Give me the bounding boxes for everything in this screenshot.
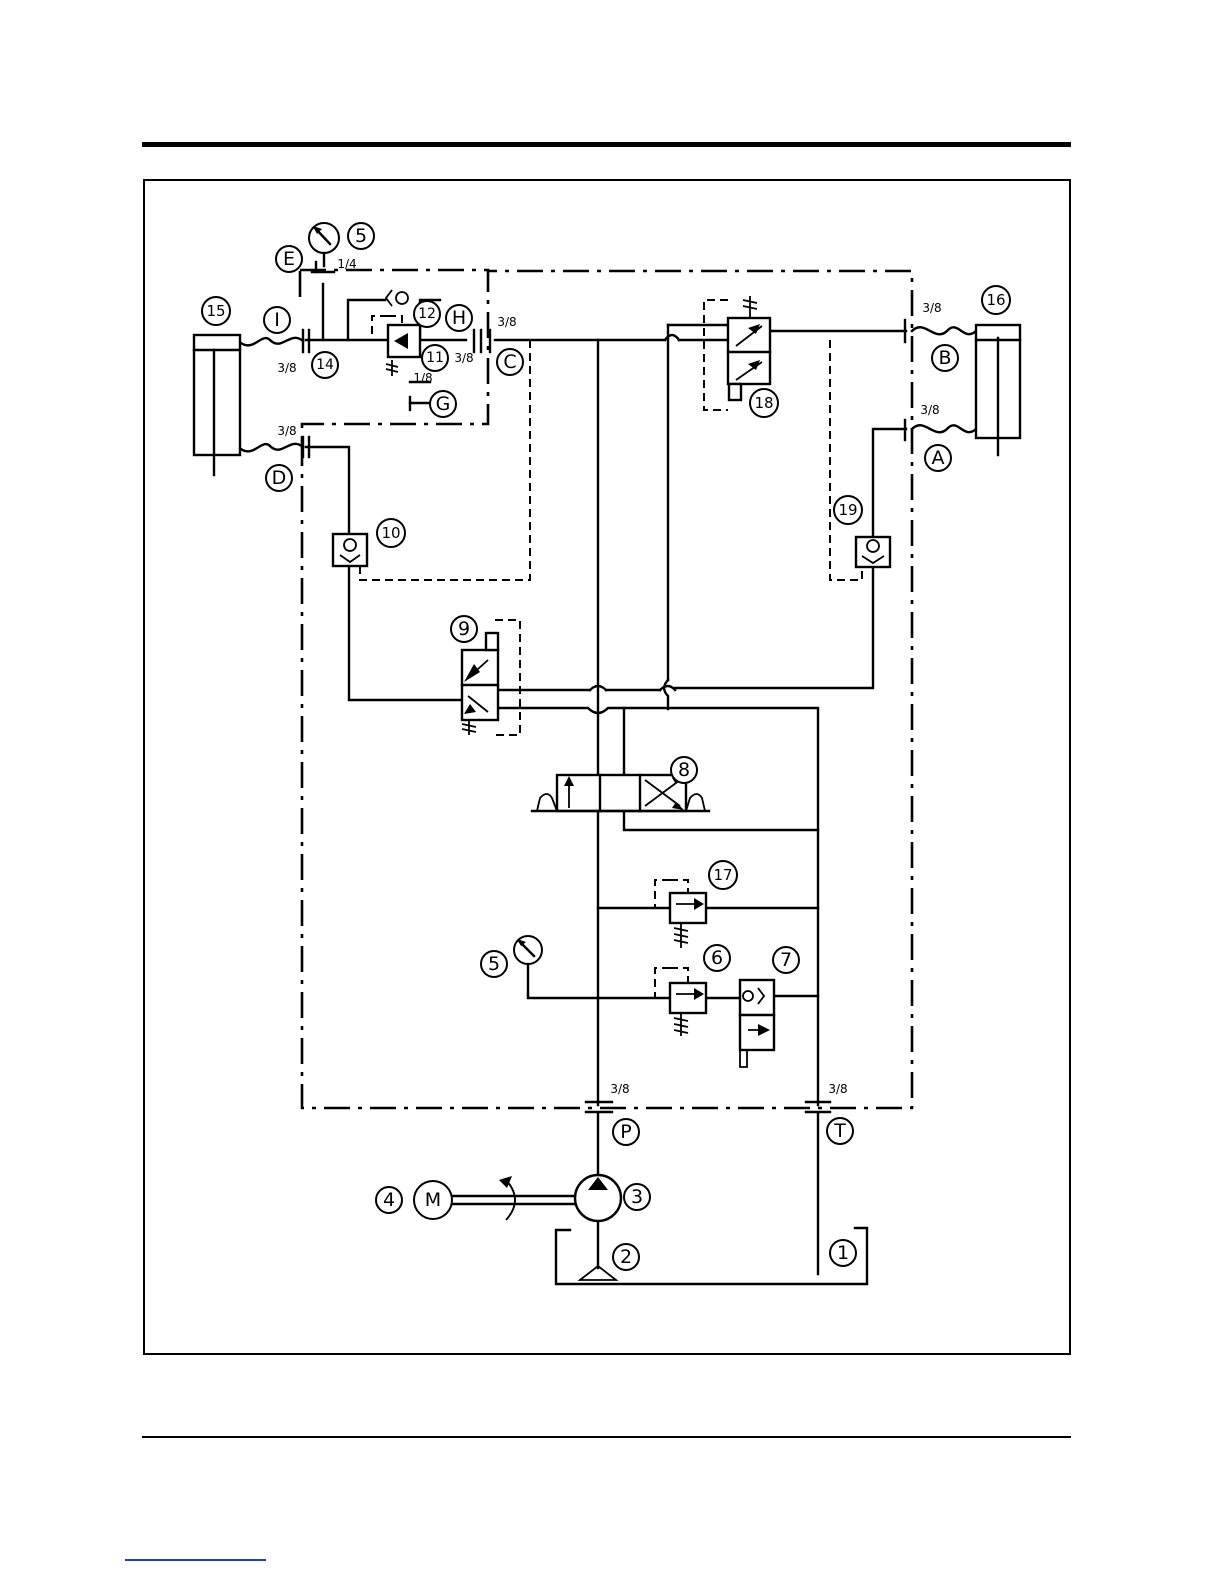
port-p: P [613,1119,639,1145]
svg-text:P: P [620,1121,631,1143]
svg-text:4: 4 [383,1189,395,1211]
svg-text:T: T [833,1120,846,1142]
valve-11 [386,325,420,376]
svg-text:D: D [272,467,287,489]
port-i: I [264,307,290,333]
svg-text:12: 12 [418,306,436,322]
size-t: 3/8 [828,1082,847,1096]
size-a: 3/8 [920,403,939,417]
label-9: 9 [451,616,477,642]
hoses [241,327,976,451]
label-8: 8 [671,757,697,783]
svg-text:8: 8 [678,759,690,781]
port-t: T [827,1118,853,1144]
label-11: 11 [422,345,448,371]
check-valve-10 [333,534,367,566]
label-14: 14 [312,352,338,378]
svg-text:11: 11 [426,350,444,366]
svg-text:G: G [436,393,451,415]
label-5a: 5 [348,223,374,249]
cylinder-16 [976,325,1020,455]
svg-text:16: 16 [986,291,1005,309]
label-7: 7 [773,947,799,973]
size-b: 3/8 [922,301,941,315]
port-d: D [266,465,292,491]
svg-text:H: H [452,307,466,329]
size-e: 1/4 [337,257,356,271]
svg-text:2: 2 [620,1246,632,1268]
footer-link-underline[interactable] [125,1559,266,1561]
port-a: A [925,445,951,471]
footer-rule [142,1436,1071,1438]
valve-18 [728,296,770,400]
check-valve-19 [856,537,890,567]
motor-m-label: M [425,1189,441,1211]
valve-7 [740,980,774,1067]
label-2: 2 [613,1244,639,1270]
svg-text:14: 14 [316,357,334,373]
svg-text:I: I [274,309,280,331]
svg-text:7: 7 [780,949,792,971]
fitting-size-labels: 1/4 3/8 3/8 3/8 3/8 3/8 3/8 1/8 3/8 3/8 [277,257,941,1096]
svg-text:5: 5 [355,225,367,247]
port-b: B [932,345,958,371]
label-19: 19 [834,496,862,524]
svg-text:E: E [283,248,295,270]
port-labels: A B C D E G H I P T M [264,246,958,1211]
label-10: 10 [377,519,405,547]
svg-text:19: 19 [838,501,857,519]
svg-text:6: 6 [711,947,723,969]
svg-text:10: 10 [381,524,400,542]
svg-text:17: 17 [713,866,732,884]
port-c: C [497,349,523,375]
label-6: 6 [704,945,730,971]
label-18: 18 [750,389,778,417]
label-5b: 5 [481,951,507,977]
svg-text:C: C [503,351,516,373]
cylinder-15 [194,335,240,475]
port-g: G [430,391,456,417]
check-valve-12 [386,290,408,306]
svg-text:M: M [425,1189,441,1211]
label-17: 17 [709,861,737,889]
gauge-5-top [309,223,339,266]
svg-text:1: 1 [837,1242,849,1264]
size-i: 3/8 [277,361,296,375]
label-4: 4 [376,1187,402,1213]
svg-text:5: 5 [488,953,500,975]
svg-text:3: 3 [631,1186,643,1208]
reservoir [556,1228,867,1284]
size-p: 3/8 [610,1082,629,1096]
relief-valve-17 [670,893,706,948]
label-12: 12 [414,301,440,327]
label-3: 3 [624,1184,650,1210]
port-e: E [276,246,302,272]
size-d: 3/8 [277,424,296,438]
valve-9 [462,633,498,735]
port-h: H [446,305,472,331]
svg-text:A: A [932,447,945,469]
relief-valve-6 [670,983,706,1036]
size-g: 1/8 [413,371,432,385]
label-15: 15 [202,297,230,325]
label-16: 16 [982,286,1010,314]
size-c: 3/8 [497,315,516,329]
size-h: 3/8 [454,351,473,365]
label-1: 1 [830,1240,856,1266]
svg-text:15: 15 [206,302,225,320]
svg-text:9: 9 [458,618,470,640]
pump-3 [575,1175,621,1221]
svg-text:B: B [938,347,951,369]
svg-text:18: 18 [754,394,773,412]
gauge-5-lower [514,936,542,995]
